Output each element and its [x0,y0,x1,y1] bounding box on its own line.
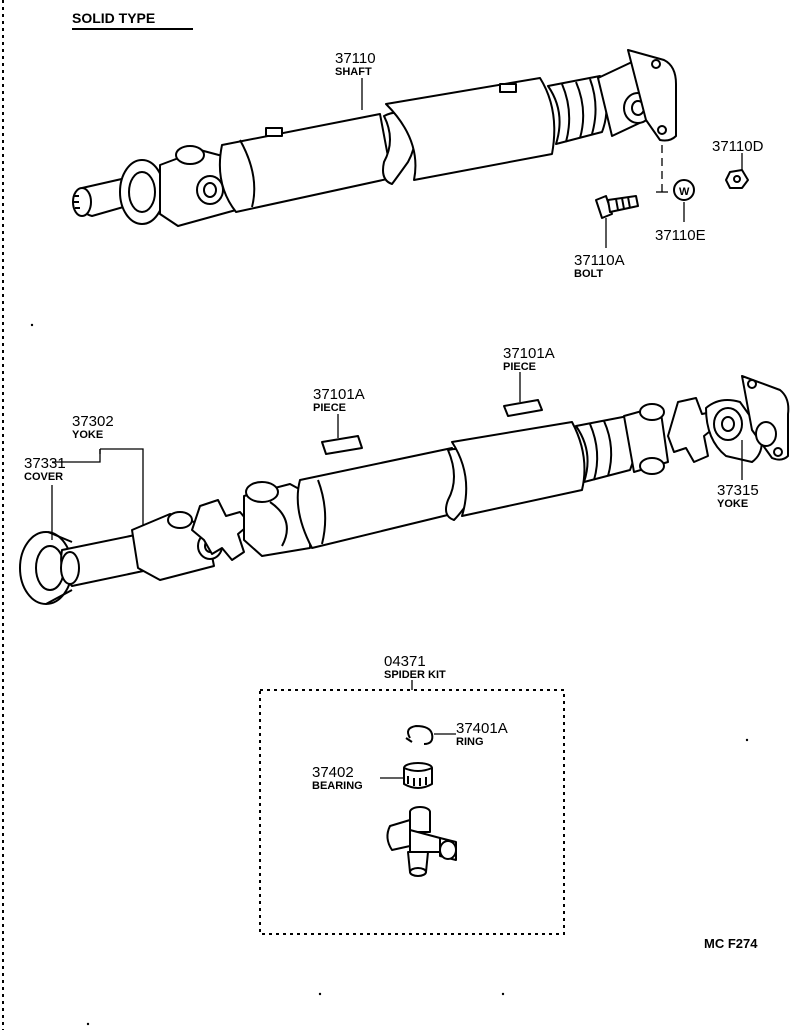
bolt-37110a [595,195,639,219]
washer-37110e: W [673,179,695,201]
kit-number: 04371 [384,653,426,670]
nut-37110d [725,169,749,189]
bearing-label: BEARING [312,780,363,792]
yoke-front-label: YOKE [72,429,103,441]
ring-label: RING [456,736,484,748]
washer-number: 37110E [655,227,706,244]
diagram-title: SOLID TYPE [72,10,155,26]
piece-37101a-right [503,399,543,417]
cover-label: COVER [24,471,63,483]
yoke-rear-label: YOKE [717,498,748,510]
bolt-number: 37110A [574,252,625,269]
piece-37101a-left [321,435,363,455]
ring-37401a [405,724,434,745]
spider-kit-cross [386,806,457,877]
yoke-front-number: 37302 [72,413,114,430]
spider-kit-box [259,689,565,935]
exploded-shaft-assembly [19,375,790,605]
shaft-number: 37110 [335,50,376,67]
cover-number: 37331 [24,455,66,472]
solid-shaft-assembly [72,49,677,227]
nut-number: 37110D [712,138,764,155]
washer-mark: W [679,186,690,198]
shaft-label: SHAFT [335,66,372,78]
diagram-code: MC F274 [704,936,758,951]
piece2-number: 37101A [503,345,555,362]
bearing-37402 [403,762,433,789]
kit-label: SPIDER KIT [384,669,446,681]
ring-number: 37401A [456,720,508,737]
piece2-label: PIECE [503,361,536,373]
piece1-label: PIECE [313,402,346,414]
yoke-rear-number: 37315 [717,482,759,499]
bearing-number: 37402 [312,764,354,781]
piece1-number: 37101A [313,386,365,403]
bolt-label: BOLT [574,268,603,280]
